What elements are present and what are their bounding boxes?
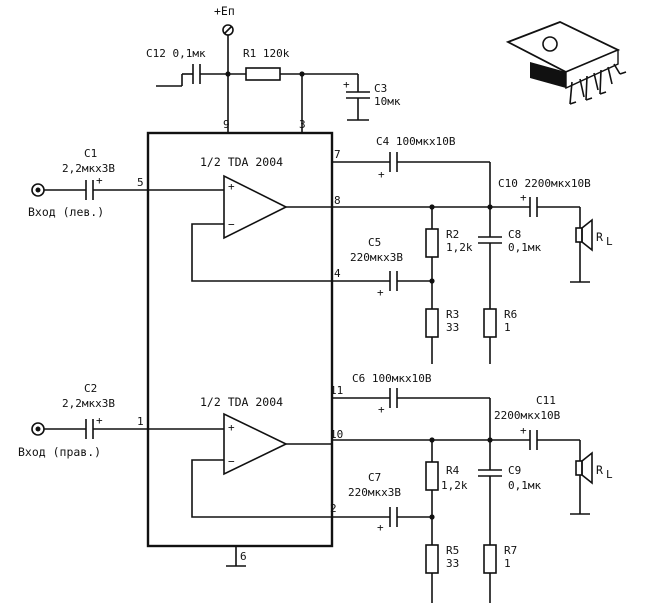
svg-text:+: + xyxy=(228,421,235,434)
speaker-bottom-icon: R L xyxy=(570,440,613,515)
rl-bottom-label: R xyxy=(596,463,603,477)
svg-text:+: + xyxy=(377,521,384,534)
svg-text:+: + xyxy=(520,191,527,204)
pin-3: 3 xyxy=(299,118,306,131)
capacitor-c6: + C6 100мкх10В xyxy=(332,372,491,440)
pin-7: 7 xyxy=(334,148,341,161)
svg-text:+: + xyxy=(378,403,385,416)
pin-4: 4 xyxy=(334,267,341,280)
top-opamp-triangle xyxy=(223,174,288,240)
pin-10: 10 xyxy=(330,428,343,441)
pin-6-ground: 6 xyxy=(226,546,247,567)
pin-9: 9 xyxy=(223,118,230,131)
r7-name: R7 xyxy=(504,544,517,557)
resistor-r3: R3 33 xyxy=(425,308,459,364)
r4-value: 1,2k xyxy=(441,479,468,492)
c2-value: 2,2мкх3В xyxy=(62,397,115,410)
svg-text:+: + xyxy=(520,424,527,437)
speaker-top-icon: R L xyxy=(570,207,613,283)
resistor-r5: R5 33 xyxy=(425,544,459,603)
svg-text:L: L xyxy=(606,235,613,248)
r5-name: R5 xyxy=(446,544,459,557)
svg-text:−: − xyxy=(228,218,235,231)
r2-name: R2 xyxy=(446,228,459,241)
bottom-amp-title: 1/2 TDA 2004 xyxy=(200,395,283,409)
bottom-feedback-wire xyxy=(191,459,332,518)
top-amp-title: 1/2 TDA 2004 xyxy=(200,155,283,169)
svg-text:+: + xyxy=(377,286,384,299)
capacitor-c1: + C1 2,2мкх3В xyxy=(44,147,224,200)
capacitor-c5: + C5 220мкх3В xyxy=(332,236,432,299)
c10-label: C10 2200мкх10В xyxy=(498,177,591,190)
svg-text:+: + xyxy=(96,174,103,187)
pin-6: 6 xyxy=(240,550,247,563)
c8-name: C8 xyxy=(508,228,521,241)
c3-value: 10мк xyxy=(374,95,401,108)
input-right-label: Вход (прав.) xyxy=(18,445,101,459)
capacitor-c8: C8 0,1мк xyxy=(478,207,541,309)
r3-value: 33 xyxy=(446,321,459,334)
tda2004-chip-body xyxy=(146,131,334,548)
c5-name: C5 xyxy=(368,236,381,249)
top-feedback-wire xyxy=(191,223,332,282)
resistor-r4: R4 1,2k xyxy=(425,440,468,545)
c7-name: C7 xyxy=(368,471,381,484)
resistor-r2: R2 1,2k xyxy=(425,207,473,309)
capacitor-c7: + C7 220мкх3В xyxy=(332,471,432,534)
capacitor-c9: C9 0,1мк xyxy=(478,440,541,545)
input-left-label: Вход (лев.) xyxy=(28,205,104,219)
input-left-jack: Вход (лев.) xyxy=(28,183,104,219)
r4-name: R4 xyxy=(446,464,460,477)
capacitor-c11: + C11 2200мкх10В xyxy=(494,394,580,450)
pin-5: 5 xyxy=(137,176,144,189)
svg-text:L: L xyxy=(606,468,613,481)
svg-text:+: + xyxy=(343,78,350,91)
c1-name: C1 xyxy=(84,147,97,160)
svg-text:+: + xyxy=(378,168,385,181)
c12-label: C12 0,1мк xyxy=(146,47,206,60)
supply-terminal: +Еп xyxy=(214,4,235,36)
r1-label: R1 120k xyxy=(243,47,290,60)
c9-value: 0,1мк xyxy=(508,479,541,492)
c9-name: C9 xyxy=(508,464,521,477)
resistor-r6: R6 1 xyxy=(483,308,517,364)
c8-value: 0,1мк xyxy=(508,241,541,254)
r2-value: 1,2k xyxy=(446,241,473,254)
svg-text:+: + xyxy=(96,414,103,427)
c3-name: C3 xyxy=(374,82,387,95)
r6-value: 1 xyxy=(504,321,511,334)
capacitor-c4: + C4 100мкх10В xyxy=(332,135,491,207)
c6-label: C6 100мкх10В xyxy=(352,372,432,385)
r3-name: R3 xyxy=(446,308,459,321)
svg-text:+: + xyxy=(228,180,235,193)
resistor-r7: R7 1 xyxy=(483,544,517,603)
r5-value: 33 xyxy=(446,557,459,570)
pin-8: 8 xyxy=(334,194,341,207)
r6-name: R6 xyxy=(504,308,517,321)
c7-value: 220мкх3В xyxy=(348,486,401,499)
package-illustration xyxy=(505,21,627,105)
capacitor-c2: + C2 2,2мкх3В xyxy=(44,382,224,439)
capacitor-c12: C12 0,1мк xyxy=(146,47,228,87)
pin-2: 2 xyxy=(330,502,337,515)
r7-value: 1 xyxy=(504,557,511,570)
c11-value: 2200мкх10В xyxy=(494,409,561,422)
supply-label: +Еп xyxy=(214,4,235,18)
capacitor-c10: + C10 2200мкх10В xyxy=(498,177,591,217)
resistor-r1: R1 120k xyxy=(228,47,305,133)
c1-value: 2,2мкх3В xyxy=(62,162,115,175)
c5-value: 220мкх3В xyxy=(350,251,403,264)
bottom-opamp-triangle xyxy=(223,412,288,476)
pin-11: 11 xyxy=(330,384,343,397)
rl-top-label: R xyxy=(596,230,603,244)
capacitor-c3: + C3 10мк xyxy=(302,73,401,121)
c11-name: C11 xyxy=(536,394,556,407)
c4-label: C4 100мкх10В xyxy=(376,135,456,148)
svg-text:−: − xyxy=(228,455,235,468)
pin-1: 1 xyxy=(137,415,144,428)
c2-name: C2 xyxy=(84,382,97,395)
